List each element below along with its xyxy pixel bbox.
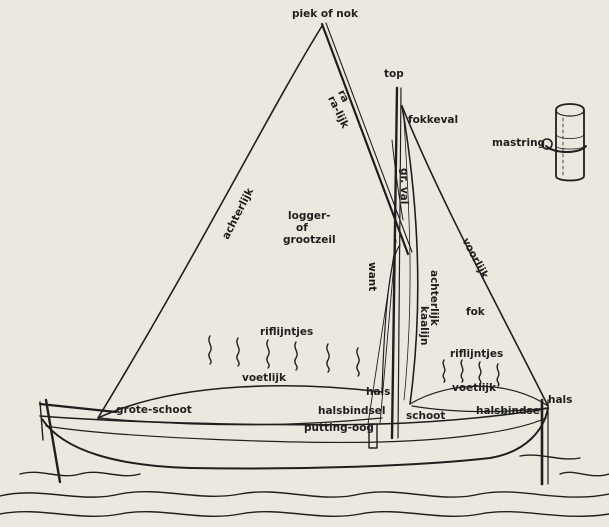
jib [401, 105, 549, 413]
grote-schoot-label: grote-schoot [116, 404, 192, 416]
reef-point-icon [442, 359, 500, 387]
mast-ring-icon [541, 103, 587, 182]
kaaljijn-label: kaalijn [418, 306, 430, 346]
main-halyard [391, 139, 404, 221]
schoot-label: schoot [406, 410, 446, 422]
main-hals-label: hals [366, 386, 391, 398]
gr-val-label: gr. val [398, 168, 410, 205]
main-voetlijk-label: voetlijk [242, 372, 286, 384]
yard [320, 22, 413, 256]
wave-icon [0, 454, 609, 517]
stem-post [540, 398, 549, 486]
main-riflijntjes-label: riflijntjes [260, 326, 314, 338]
logger-label: logger- [288, 210, 331, 222]
hull [39, 407, 549, 470]
grootzeil-label: grootzeil [283, 234, 336, 246]
stern-post [39, 398, 62, 484]
fok-halsbindsel-label: halsbindsel [476, 405, 544, 417]
mastring-label: mastring [492, 137, 546, 149]
reef-point-icon [208, 335, 360, 377]
fokkeval-label: fokkeval [408, 114, 459, 126]
shroud [367, 239, 397, 425]
of-label: of [296, 222, 308, 234]
mainsail [97, 25, 401, 426]
top-label: top [384, 68, 404, 80]
peak-label: piek of nok [292, 8, 358, 20]
main-halsbindsel-label: halsbindsel [318, 405, 386, 417]
putting-oog-label: putting-oog [304, 422, 374, 434]
mast [368, 86, 402, 449]
fok-hals-label: hals [548, 394, 573, 406]
fok-voetlijk-label: voetlijk [452, 382, 496, 394]
fok-label: fok [466, 306, 485, 318]
fok-riflijntjes-label: riflijntjes [450, 348, 504, 360]
want-label: want [366, 262, 378, 292]
